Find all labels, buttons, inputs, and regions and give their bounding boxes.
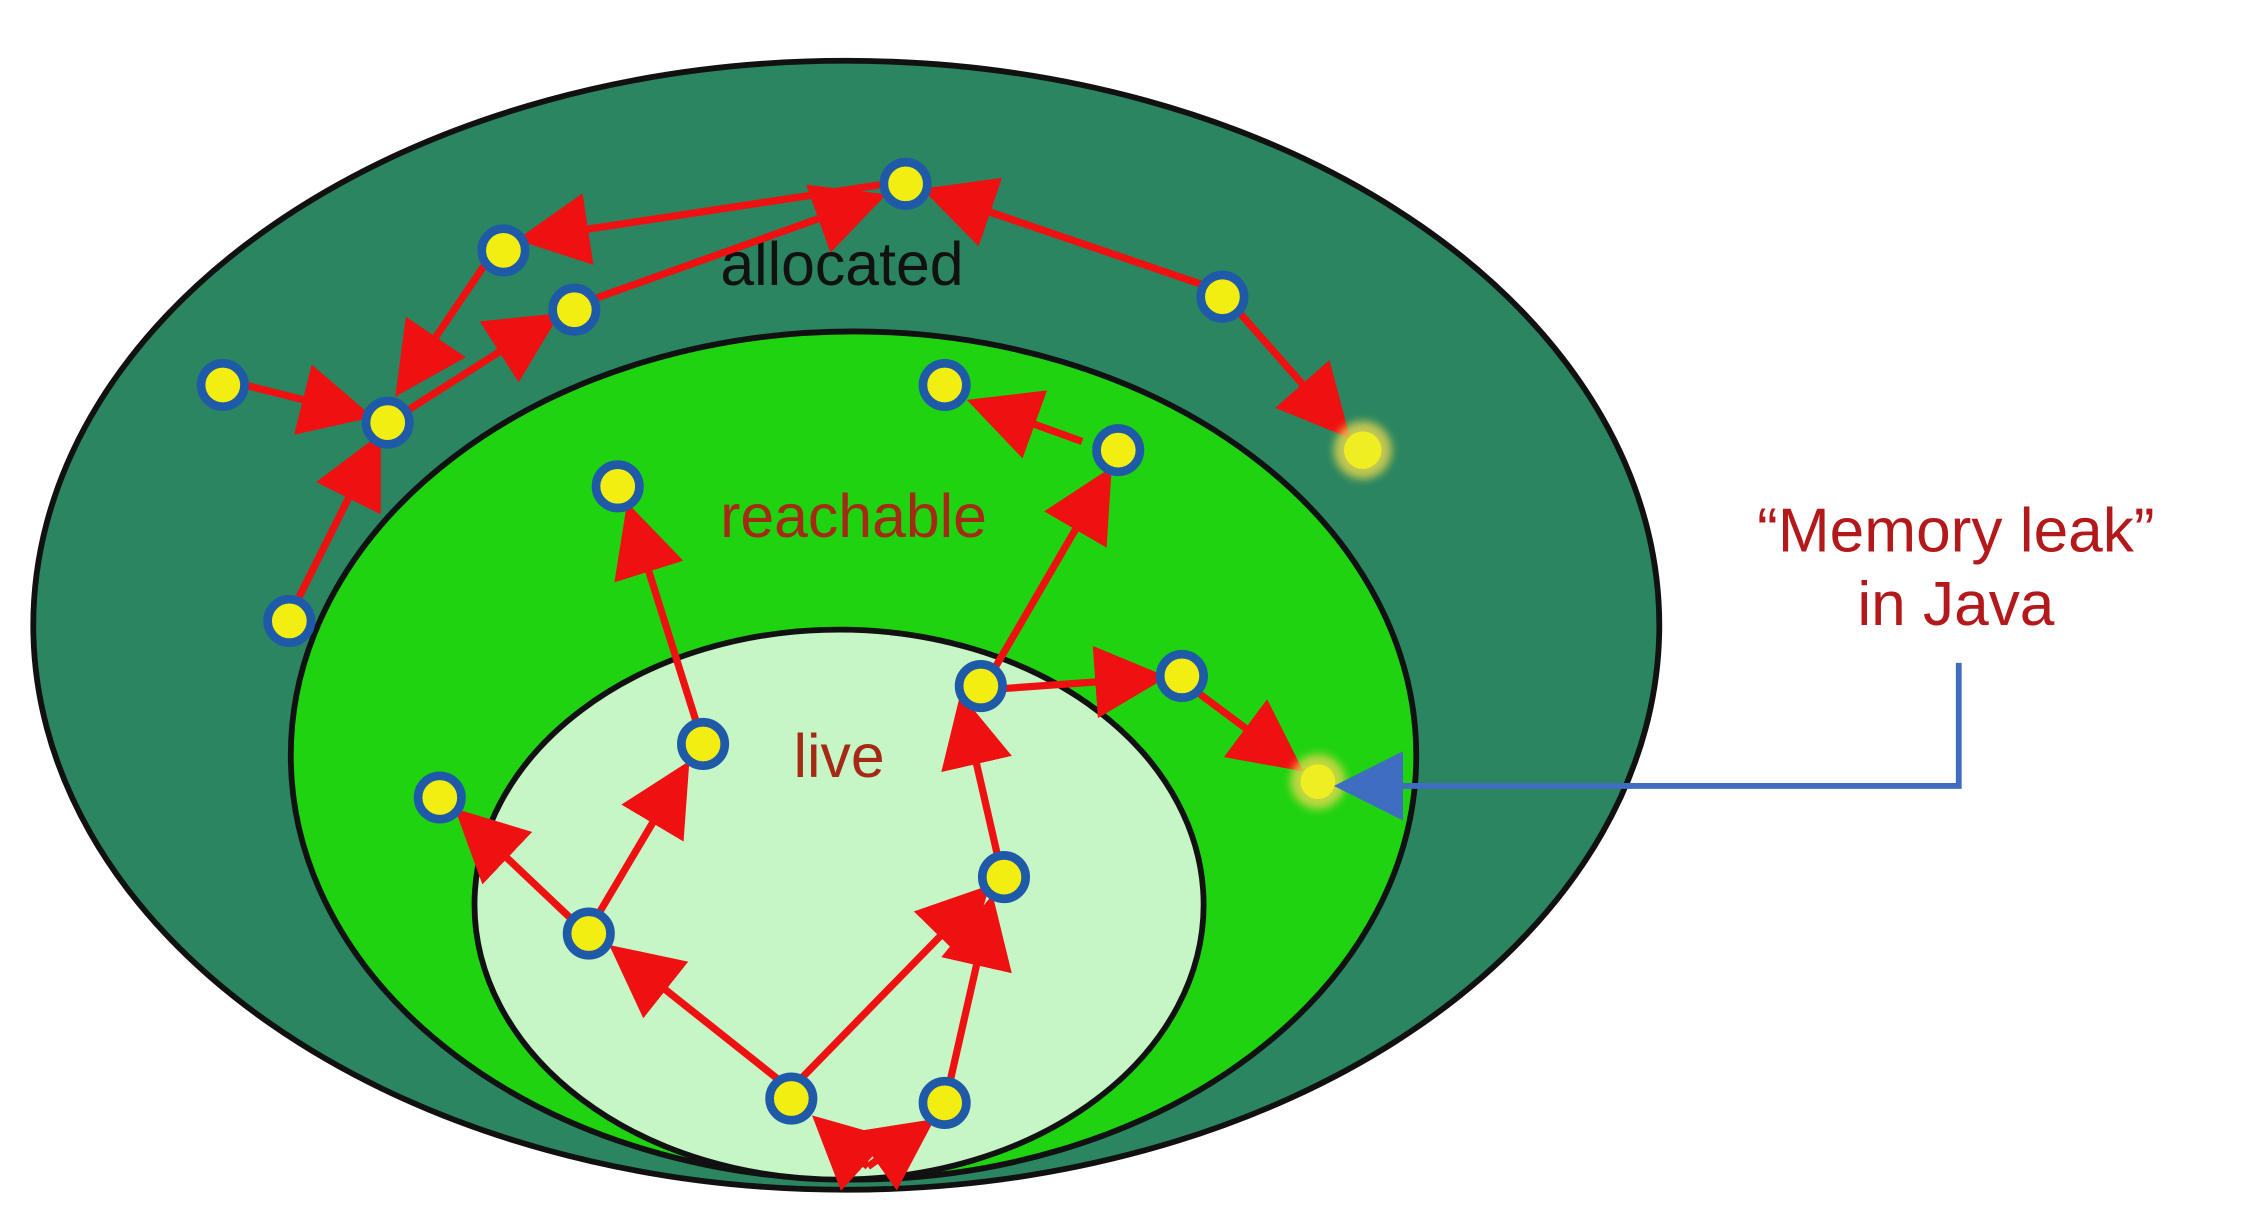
object-node bbox=[263, 594, 316, 647]
object-node bbox=[677, 717, 730, 771]
reference-arrow bbox=[1234, 307, 1351, 439]
live-region bbox=[471, 626, 1207, 1183]
object-node bbox=[765, 1072, 818, 1125]
object-references bbox=[237, 177, 1351, 1191]
object-node bbox=[196, 358, 249, 412]
memory-leak-callout-line2: in Java bbox=[1857, 570, 2054, 639]
memory-leak-callout-line1: “Memory leak” bbox=[1757, 496, 2154, 565]
object-node bbox=[477, 224, 530, 277]
live-label: live bbox=[793, 722, 884, 790]
reachable-label: reachable bbox=[720, 482, 987, 550]
reference-arrow bbox=[1192, 687, 1304, 772]
reference-arrow bbox=[997, 645, 1168, 719]
reference-arrow bbox=[594, 184, 887, 302]
object-nodes bbox=[196, 157, 1249, 1129]
leaked-object bbox=[1300, 764, 1336, 799]
reference-arrow bbox=[404, 313, 561, 415]
reference-arrow bbox=[395, 262, 488, 397]
leaked-object bbox=[1343, 431, 1382, 469]
reference-arrow bbox=[941, 693, 1012, 860]
reference-arrow bbox=[941, 894, 1012, 1081]
object-node bbox=[548, 283, 601, 336]
object-node bbox=[954, 660, 1007, 713]
reference-arrow bbox=[921, 177, 1210, 291]
object-node bbox=[1155, 649, 1208, 702]
reference-arrow bbox=[595, 760, 690, 916]
reference-arrow bbox=[237, 364, 374, 435]
object-node bbox=[1092, 424, 1145, 477]
reference-arrow bbox=[992, 467, 1112, 670]
object-node bbox=[562, 907, 615, 960]
reference-arrow bbox=[293, 433, 381, 604]
reference-arrow bbox=[609, 944, 780, 1082]
reference-arrow bbox=[966, 390, 1084, 459]
object-node bbox=[361, 396, 414, 449]
object-node bbox=[1196, 270, 1249, 323]
reference-arrow bbox=[454, 808, 573, 921]
reference-arrow bbox=[854, 1118, 935, 1191]
reference-arrow bbox=[614, 502, 701, 727]
object-node bbox=[918, 1076, 971, 1129]
leaked-objects bbox=[1290, 421, 1392, 810]
memory-leak-pointer bbox=[1333, 662, 1962, 821]
object-node bbox=[918, 358, 971, 412]
object-node bbox=[879, 157, 932, 210]
object-node bbox=[977, 851, 1031, 904]
object-node bbox=[413, 771, 466, 824]
object-node bbox=[591, 460, 644, 513]
